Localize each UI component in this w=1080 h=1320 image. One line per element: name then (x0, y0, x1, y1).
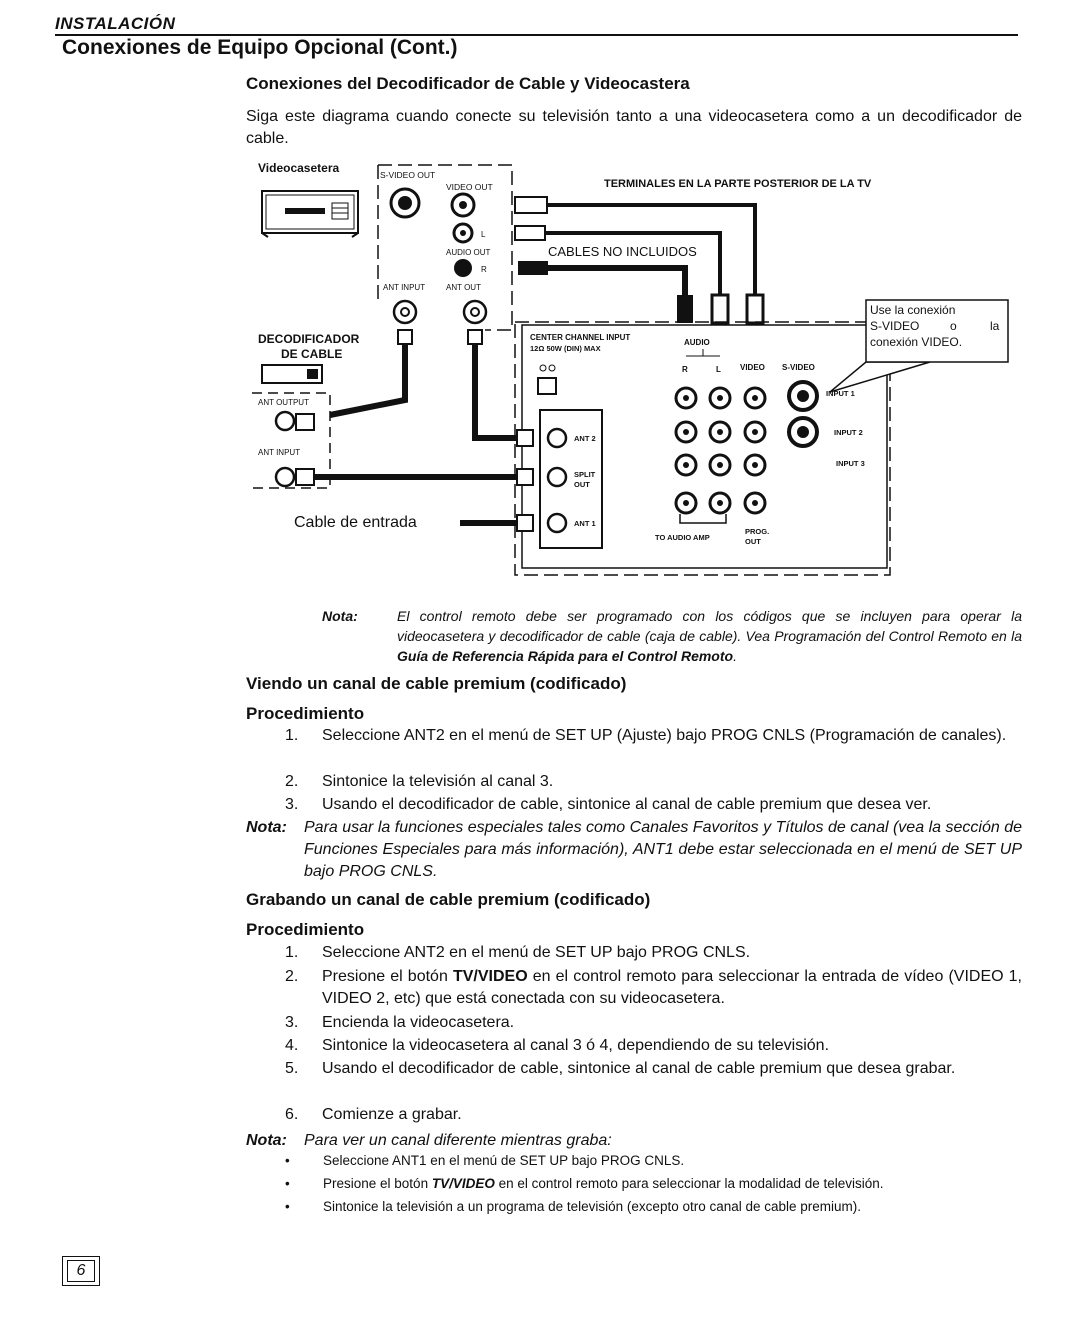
premium-record-procedure: Procedimiento (246, 920, 365, 939)
to-audio-amp-label: TO AUDIO AMP (655, 533, 710, 542)
decoder-label-1: DECODIFICADOR (258, 332, 360, 346)
input1-label: INPUT 1 (826, 389, 855, 398)
callout-la: la (990, 319, 1000, 333)
premium-record-step-4: 4.Sintonice la videocasetera al canal 3 … (285, 1037, 830, 1054)
vcr-audio-l-label: L (481, 230, 486, 239)
premium-view-note-text: Para usar la funciones especiales tales … (304, 819, 1022, 880)
vcr-ant-out-label: ANT OUT (446, 283, 481, 292)
input2-label: INPUT 2 (834, 428, 863, 437)
premium-view-heading: Viendo un canal de cable premium (codifi… (246, 674, 627, 693)
header-rule (55, 34, 1018, 36)
ant2-label: ANT 2 (574, 434, 596, 443)
cables-not-included-label: CABLES NO INCLUIDOS (548, 244, 697, 259)
premium-record-step-6: 6.Comienze a grabar. (285, 1106, 462, 1123)
vcr-audio-out-label: AUDIO OUT (446, 248, 491, 257)
callout-line-3: conexión VIDEO. (870, 335, 962, 349)
premium-record-bullet-2: •Presione el botón TV/VIDEO en el contro… (285, 1176, 884, 1191)
prog-label: PROG. (745, 527, 769, 536)
decoder-icon (261, 364, 323, 384)
premium-view-step-2: 2.Sintonice la televisión al canal 3. (285, 773, 554, 790)
decoder-ant-output-label: ANT OUTPUT (258, 398, 309, 407)
premium-record-note-label: Nota: (246, 1132, 287, 1149)
page-number-box: 6 (62, 1256, 100, 1286)
premium-record-step-3: 3.Encienda la videocasetera. (285, 1014, 515, 1031)
premium-view-procedure: Procedimiento (246, 704, 365, 723)
decoder-label-2: DE CABLE (281, 347, 342, 361)
prog-out-label: OUT (745, 537, 761, 546)
premium-record-bullet-3: •Sintonice la televisión a un programa d… (285, 1199, 862, 1214)
connection-diagram: Videocasetera S-VIDEO OUT VIDEO OUT L AU… (252, 161, 1009, 576)
premium-view-note-label: Nota: (246, 819, 287, 836)
callout-or: o (950, 319, 957, 333)
video-label: VIDEO (740, 363, 765, 372)
premium-record-step-5: 5.Usando el decodificador de cable, sint… (285, 1060, 956, 1077)
vcr-audio-r-label: R (481, 265, 487, 274)
premium-view-step-3: 3.Usando el decodificador de cable, sint… (285, 796, 932, 813)
callout-svideo: S-VIDEO (870, 319, 919, 333)
decoder-ant-input-label: ANT INPUT (258, 448, 300, 457)
premium-record-note-text: Para ver un canal diferente mientras gra… (304, 1132, 612, 1149)
premium-view-step-1: 1.Seleccione ANT2 en el menú de SET UP (… (285, 727, 1007, 744)
note1-text: El control remoto debe ser programado co… (397, 608, 1022, 664)
callout-line-1: Use la conexión (870, 303, 955, 317)
cable-in-label: Cable de entrada (294, 514, 417, 531)
vcr-label: Videocasetera (258, 161, 339, 175)
vcr-icon (261, 190, 359, 238)
vcr-svideo-out-label: S-VIDEO OUT (380, 170, 435, 180)
audio-l-label: L (716, 365, 721, 374)
section-label: INSTALACIÓN (55, 14, 176, 33)
input3-label: INPUT 3 (836, 459, 865, 468)
premium-record-step-1: 1.Seleccione ANT2 en el menú de SET UP b… (285, 944, 751, 961)
audio-label: AUDIO (684, 338, 710, 347)
split-out-label: OUT (574, 480, 590, 489)
premium-record-bullet-1: •Seleccione ANT1 en el menú de SET UP ba… (285, 1153, 685, 1168)
center-spec-label: 12Ω 50W (DIN) MAX (530, 344, 601, 353)
cable-section-heading: Conexiones del Decodificador de Cable y … (246, 74, 690, 93)
page-number: 6 (67, 1260, 95, 1282)
center-channel-label: CENTER CHANNEL INPUT (530, 333, 630, 342)
page-title: Conexiones de Equipo Opcional (Cont.) (62, 36, 458, 59)
ant1-label: ANT 1 (574, 519, 596, 528)
vcr-audio-r-jack (454, 259, 472, 277)
premium-record-step-2: 2.Presione el botón TV/VIDEO en el contr… (285, 968, 1022, 1007)
vcr-ant-input-label: ANT INPUT (383, 283, 425, 292)
split-label: SPLIT (574, 470, 596, 479)
cable-section-intro: Siga este diagrama cuando conecte su tel… (246, 108, 1022, 147)
tv-terminals-label: TERMINALES EN LA PARTE POSTERIOR DE LA T… (604, 178, 872, 190)
vcr-video-out-label: VIDEO OUT (446, 182, 493, 192)
note1-label: Nota: (322, 608, 358, 624)
audio-r-label: R (682, 365, 688, 374)
svideo-label: S-VIDEO (782, 363, 815, 372)
premium-record-heading: Grabando un canal de cable premium (codi… (246, 890, 651, 909)
